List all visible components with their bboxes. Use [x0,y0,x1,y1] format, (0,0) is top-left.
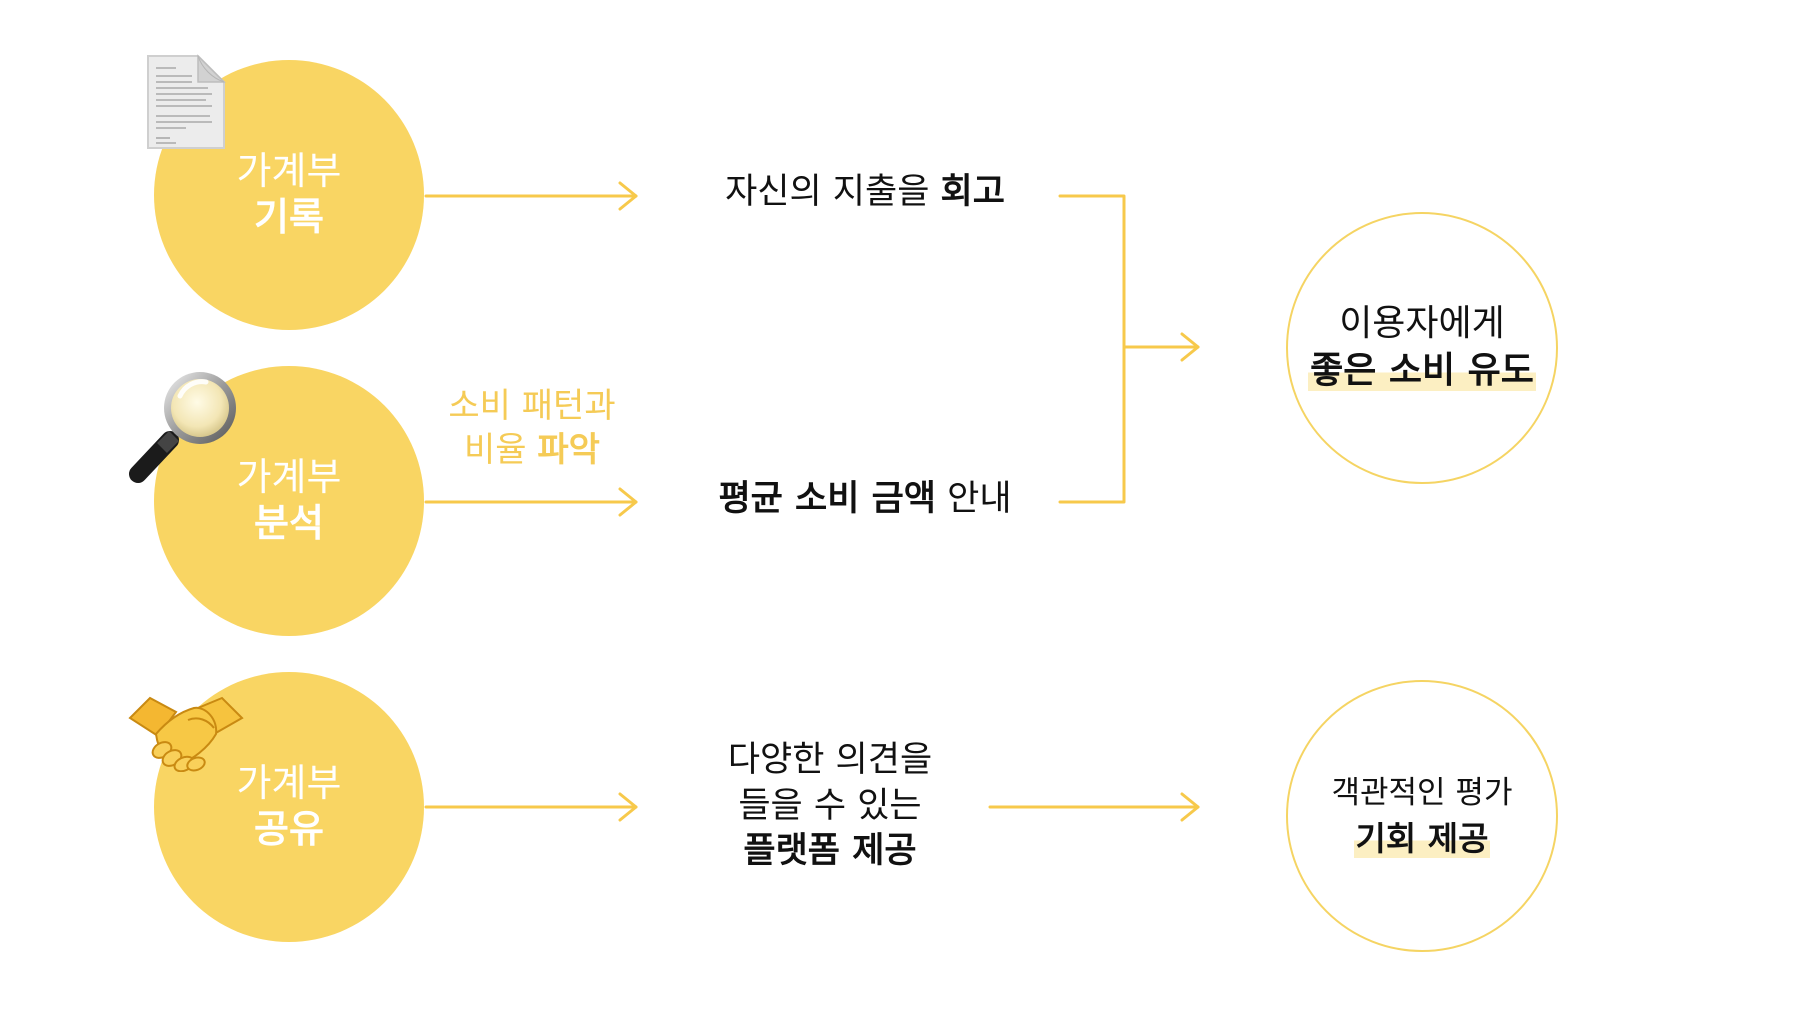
recall-text-normal: 자신의 지출을 [725,172,941,212]
arrow-share-arrowhead [618,792,638,822]
magnifier-icon [128,368,244,488]
platform-text-line1: 다양한 의견을 [727,740,933,780]
result-evaluation-line2: 기회 제공 [1353,819,1491,859]
arrow-to-evaluation-arrowhead [1180,792,1200,822]
platform-text-line2: 들을 수 있는 [738,785,922,826]
average-text-normal: 안내 [936,479,1012,519]
side-note: 소비 패턴과 비율 파악 [437,384,627,472]
result-evaluation-line1: 객관적인 평가 [1331,774,1513,811]
arrow-to-good-spending-arrowhead [1180,332,1200,362]
side-note-line2-normal: 비율 [464,430,538,471]
circle-analyze-line2: 분석 [254,501,324,545]
arrow-analyze-arrowhead [618,487,638,517]
circle-analyze-line1: 가계부 [236,455,342,500]
recall-text-bold: 회고 [940,172,1005,212]
bracket-connector [1058,194,1126,504]
average-text-bold: 평균 소비 금액 [718,479,937,519]
platform-text: 다양한 의견을 들을 수 있는 플랫폼 제공 [680,738,980,875]
result-good-spending-line2: 좋은 소비 유도 [1308,350,1536,391]
document-icon [146,54,226,154]
arrow-record-arrowhead [618,181,638,211]
result-evaluation: 객관적인 평가 기회 제공 [1286,680,1558,952]
side-note-line2: 비율 파악 [437,428,627,472]
average-text: 평균 소비 금액 안내 [700,477,1030,523]
circle-record-line1: 가계부 [236,149,342,194]
circle-record-line2: 기록 [254,195,324,239]
recall-text: 자신의 지출을 회고 [700,170,1030,216]
handshake-icon [128,690,244,776]
result-good-spending: 이용자에게 좋은 소비 유도 [1286,212,1558,484]
platform-text-bold: 플랫폼 제공 [743,831,917,871]
result-good-spending-line1: 이용자에게 [1339,303,1505,345]
circle-share-line2: 공유 [254,807,324,851]
side-note-line2-bold: 파악 [537,430,600,471]
circle-share-line1: 가계부 [236,761,342,806]
side-note-line1: 소비 패턴과 [448,386,616,426]
